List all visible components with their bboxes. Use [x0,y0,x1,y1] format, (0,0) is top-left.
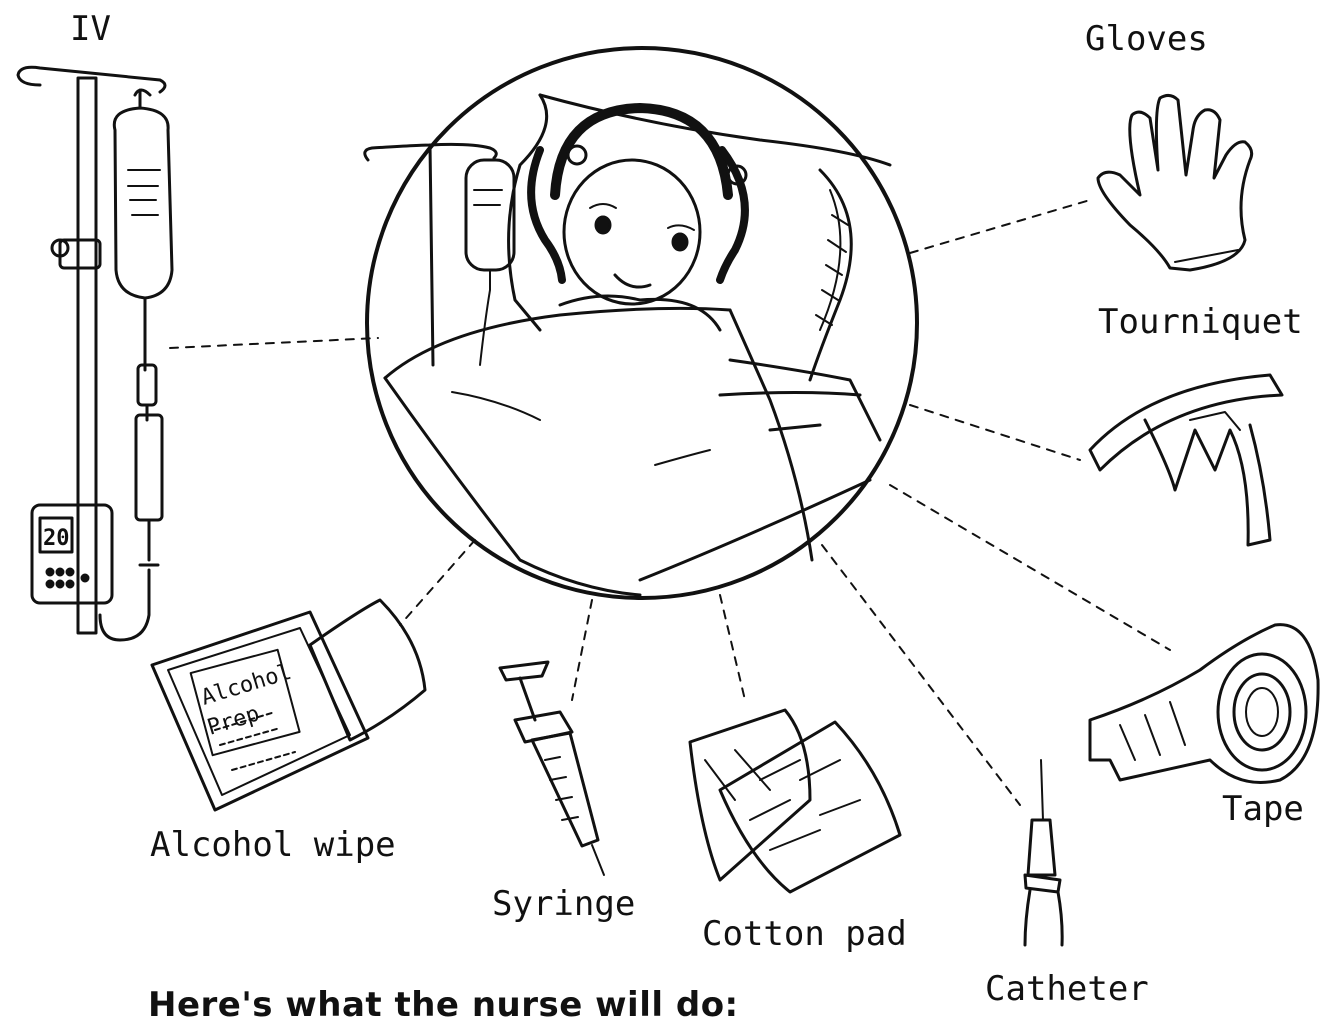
catheter-illustration [1025,760,1062,945]
gloves-illustration [1098,95,1252,270]
label-cotton-pad: Cotton pad [702,917,907,951]
pump-display: 20 [43,526,70,551]
connector-gloves [910,200,1090,253]
connector-cotton [720,595,745,700]
syringe-illustration [500,662,604,875]
alcohol-wipe-illustration [152,600,425,810]
label-catheter: Catheter [985,972,1149,1006]
tape-illustration [1090,625,1318,783]
label-tourniquet: Tourniquet [1098,305,1303,339]
connector-iv [170,338,378,348]
section-heading: Here's what the nurse will do: [148,985,739,1025]
connector-tourniquet [910,405,1080,460]
girl-in-bed-illustration [365,48,917,598]
connector-tape [890,485,1170,650]
label-iv: IV [70,12,111,46]
girl-eye-right [673,234,687,250]
girl-smile [615,275,650,287]
tourniquet-illustration [1090,375,1282,545]
iv-pole-illustration [18,67,172,640]
hair-flower-left [568,146,586,164]
infusion-pump [32,505,112,603]
connector-catheter [822,545,1020,805]
girl-face [564,160,700,304]
center-circle [367,48,917,598]
connector-syringe [572,600,592,700]
cotton-pad-illustration [690,710,900,892]
label-alcohol-wipe: Alcohol wipe [150,828,396,862]
label-syringe: Syringe [492,887,635,921]
connector-alcohol [400,540,475,625]
girl-eye-left [596,217,610,233]
label-gloves: Gloves [1085,22,1208,56]
label-tape: Tape [1222,792,1304,826]
